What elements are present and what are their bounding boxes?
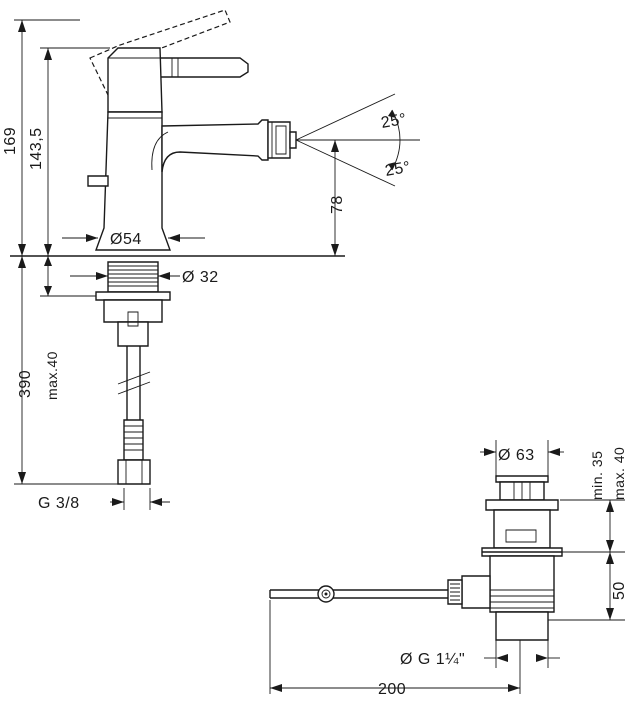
label-waste-min: min. 35 (589, 451, 605, 500)
dim-390: 390 (14, 256, 118, 485)
dim-200: 200 (269, 600, 521, 698)
label-143-5: 143,5 (28, 127, 45, 170)
dim-max40: max.40 (40, 256, 96, 400)
label-78: 78 (329, 195, 346, 214)
label-angle-down: 25° (384, 159, 412, 180)
dim-d54: Ø54 (62, 231, 205, 248)
label-200: 200 (378, 681, 406, 698)
dim-d63: Ø 63 (480, 440, 564, 476)
dim-78: 78 (300, 139, 346, 256)
waste-assembly (269, 475, 563, 641)
label-169: 169 (2, 127, 19, 155)
label-d32: Ø 32 (182, 269, 219, 286)
dim-d32: Ø 32 (70, 269, 219, 286)
label-g114: Ø G 1¼" (400, 651, 465, 668)
label-50: 50 (611, 581, 628, 600)
spray-angle (295, 93, 420, 187)
label-angle-up: 25° (380, 111, 408, 132)
dim-g38: G 3/8 (38, 488, 170, 512)
dim-waste-minmax: max. 40 min. 35 (560, 447, 627, 553)
label-waste-max: max. 40 (611, 447, 627, 500)
dim-169: 169 (2, 19, 80, 256)
label-d63: Ø 63 (498, 447, 535, 464)
label-d54: Ø54 (110, 231, 142, 248)
label-g38: G 3/8 (38, 495, 80, 512)
dim-g114: Ø G 1¼" (400, 640, 560, 668)
bidet-mixer (87, 9, 297, 485)
label-max40: max.40 (44, 351, 60, 400)
dim-50: 50 (548, 552, 628, 621)
label-390: 390 (17, 370, 34, 398)
dim-143-5: 143,5 (28, 47, 110, 256)
